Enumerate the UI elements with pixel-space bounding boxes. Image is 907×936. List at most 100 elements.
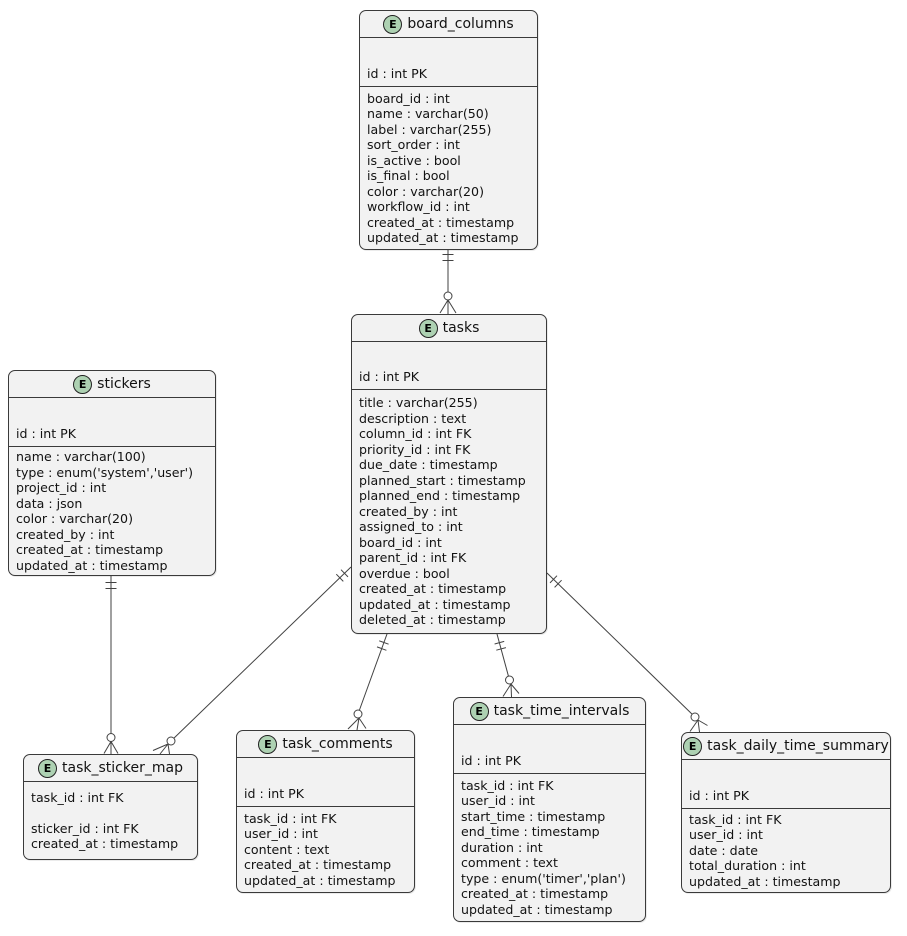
field-row: content : text: [244, 841, 330, 857]
entity-badge-icon: E: [383, 14, 403, 34]
relation-tasks-task_time_intervals: [494, 633, 520, 698]
field-row: title : varchar(255): [359, 395, 478, 411]
crow-foot: [689, 719, 708, 733]
fields-section: task_id : int FK user_id : int content :…: [237, 807, 414, 892]
field-row: parent_id : int FK: [359, 550, 467, 566]
field-row: created_at : timestamp: [367, 214, 515, 230]
field-row: sticker_id : int FK: [31, 820, 139, 836]
field-row: column_id : int FK: [359, 426, 472, 442]
entity-badge-icon: E: [258, 734, 278, 754]
field-row: created_by : int: [359, 503, 458, 519]
field-row: updated_at : timestamp: [359, 596, 511, 612]
field-row: overdue : bool: [359, 565, 450, 581]
field-row: task_id : int FK: [244, 810, 337, 826]
pk-field: id : int PK: [367, 66, 428, 81]
field-row: data : json: [16, 495, 83, 511]
field-row: created_by : int: [16, 526, 115, 542]
pk-field: id : int PK: [244, 786, 305, 801]
fields-section: task_id : int FK user_id : int date : da…: [682, 809, 890, 892]
field-row: updated_at : timestamp: [16, 557, 168, 573]
relation-stickers-task_sticker_map: [103, 576, 119, 754]
field-row: created_at : timestamp: [16, 542, 164, 557]
field-row: sort_order : int: [367, 137, 460, 152]
cardinality-circle: [505, 675, 514, 685]
relation-tasks-task_comments: [347, 633, 389, 731]
entity-header: E tasks: [352, 315, 546, 342]
entity-title: task_daily_time_summary: [707, 738, 889, 754]
cardinality-circle: [106, 733, 116, 742]
crow-foot: [439, 299, 457, 314]
entity-header: E task_sticker_map: [24, 755, 197, 782]
entity-title: task_time_intervals: [493, 703, 630, 719]
entity-badge-icon: E: [683, 736, 703, 756]
fields-section: task_id : int FK sticker_id : int FK cre…: [24, 782, 197, 859]
entity-board_columns: E board_columns id : int PK board_id : i…: [359, 10, 538, 250]
field-row: assigned_to : int: [359, 519, 463, 535]
entity-task_daily_time_summary: E task_daily_time_summary id : int PK ta…: [681, 732, 891, 893]
pk-field: id : int PK: [689, 788, 750, 803]
field-row: updated_at : timestamp: [689, 873, 841, 889]
field-row: duration : int: [461, 839, 543, 855]
pk-section: id : int PK: [454, 725, 645, 774]
pk-section: id : int PK: [352, 342, 546, 390]
pk-section: id : int PK: [360, 38, 537, 87]
field-row: type : enum('system','user'): [16, 464, 194, 480]
pk-field: id : int PK: [461, 753, 522, 768]
cardinality-circle: [166, 736, 176, 746]
field-row: label : varchar(255): [367, 121, 492, 137]
fields-section: name : varchar(100) type : enum('system'…: [9, 447, 215, 575]
field-row: date : date: [689, 842, 759, 858]
field-row: board_id : int: [367, 90, 450, 106]
field-row: user_id : int: [244, 826, 318, 842]
entity-title: board_columns: [407, 16, 514, 32]
crow-foot: [152, 743, 170, 755]
one-tick: [376, 646, 387, 651]
entity-header: E board_columns: [360, 11, 537, 38]
field-row: user_id : int: [461, 793, 535, 809]
entity-header: E task_comments: [237, 731, 414, 758]
pk-field: id : int PK: [359, 369, 420, 384]
field-row: total_duration : int: [689, 858, 806, 874]
field-row: deleted_at : timestamp: [359, 612, 506, 628]
one-tick: [494, 640, 505, 645]
relation-tasks-task_daily_time_summary: [546, 572, 708, 733]
field-row: priority_id : int FK: [359, 441, 471, 457]
pk-section: id : int PK: [9, 398, 215, 447]
field-row: due_date : timestamp: [359, 457, 498, 473]
field-row: workflow_id : int: [367, 199, 470, 214]
field-row: color : varchar(20): [16, 511, 133, 526]
cardinality-circle: [353, 709, 363, 719]
one-tick: [379, 640, 389, 645]
entity-badge-icon: E: [73, 374, 93, 394]
field-row: created_at : timestamp: [359, 581, 507, 597]
crow-foot: [103, 741, 119, 754]
one-tick: [554, 579, 562, 588]
field-row: created_at : timestamp: [244, 857, 392, 873]
field-row: project_id : int: [16, 480, 107, 495]
entity-header: E stickers: [9, 371, 215, 398]
field-row: start_time : timestamp: [461, 808, 606, 824]
one-tick: [496, 647, 507, 651]
entity-badge-icon: E: [469, 701, 489, 721]
entity-task_comments: E task_comments id : int PK task_id : in…: [236, 730, 415, 893]
field-row: created_at : timestamp: [461, 886, 609, 902]
relation-board_columns-tasks: [439, 250, 457, 314]
field-row: planned_start : timestamp: [359, 472, 526, 488]
pk-field: id : int PK: [16, 426, 77, 441]
cardinality-circle: [443, 291, 453, 301]
fields-section: task_id : int FK user_id : int start_tim…: [454, 774, 645, 921]
field-row: end_time : timestamp: [461, 824, 600, 840]
field-row: task_id : int FK: [689, 811, 782, 827]
field-row: board_id : int: [359, 534, 442, 550]
fields-section: board_id : int name : varchar(50) label …: [360, 87, 537, 249]
entity-badge-icon: E: [38, 758, 58, 778]
one-tick: [335, 573, 344, 582]
field-row: created_at : timestamp: [31, 836, 179, 851]
entity-task_sticker_map: E task_sticker_map task_id : int FK stic…: [23, 754, 198, 860]
entity-header: E task_daily_time_summary: [682, 733, 890, 760]
field-row: task_id : int FK: [461, 777, 554, 793]
field-row: comment : text: [461, 855, 558, 871]
field-row: user_id : int: [689, 827, 763, 843]
